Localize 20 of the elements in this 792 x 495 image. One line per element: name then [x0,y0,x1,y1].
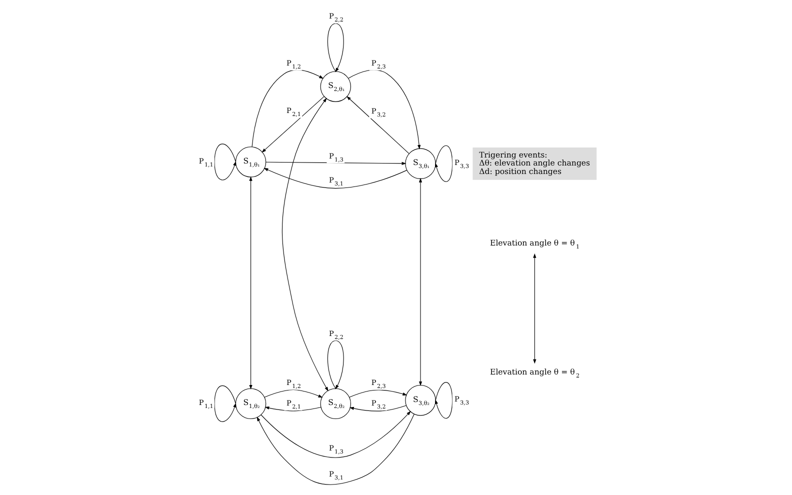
arrow [532,252,536,364]
arrow [214,143,236,180]
arrow [434,382,452,418]
arrow [264,388,322,398]
arrow [251,69,324,147]
arrow [434,144,452,182]
arrow [265,161,406,165]
arrow [348,404,406,411]
arrow [261,96,324,152]
arrow [326,22,344,72]
arrow [348,389,407,398]
arrow [248,176,252,389]
arrow [348,69,420,149]
arrow [326,340,344,389]
arrow [260,410,410,458]
arrow [418,177,422,386]
arrow [256,413,414,484]
arrow [214,384,236,422]
arrow [264,406,321,411]
arrow [346,96,409,154]
